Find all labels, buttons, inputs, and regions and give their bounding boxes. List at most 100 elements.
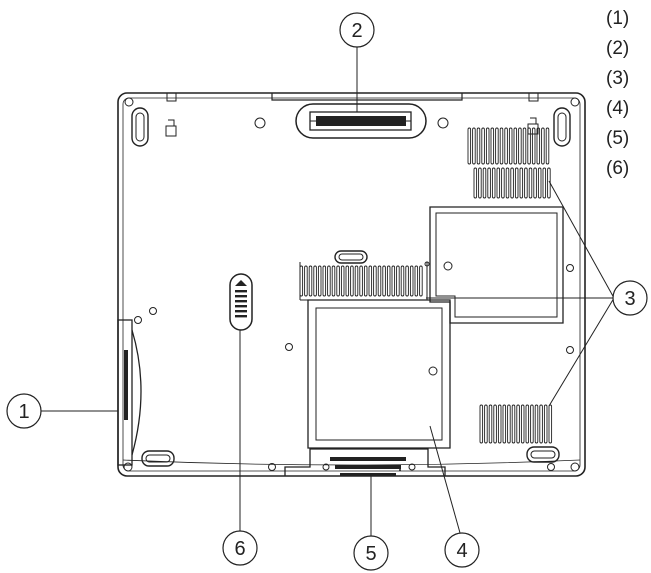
- vent-slot: [368, 265, 373, 297]
- vent-slot: [504, 127, 508, 165]
- vent-slot: [496, 167, 501, 199]
- vent-slot: [377, 265, 382, 297]
- legend-item: (3): [606, 68, 630, 89]
- vent-slot: [534, 404, 539, 444]
- latch-arrow: [235, 280, 247, 286]
- callout-5: 5: [353, 535, 389, 571]
- vent-slot: [487, 167, 491, 199]
- callout-4: 4: [444, 532, 480, 568]
- slide-release-latch: [229, 273, 253, 331]
- callout-6: 6: [222, 530, 258, 566]
- docking-port-connector: [295, 103, 427, 139]
- vent-slot: [536, 127, 541, 165]
- vent-slot: [541, 127, 545, 165]
- vent-slot: [510, 167, 514, 199]
- vent-slot: [524, 167, 528, 199]
- callout-3: 3: [612, 280, 648, 316]
- vent-slot: [317, 265, 322, 297]
- vent-slot: [488, 404, 493, 444]
- vent-slot: [511, 404, 516, 444]
- memory-cover: [307, 299, 451, 449]
- vent-slot: [491, 167, 496, 199]
- legend-item: (1): [606, 8, 630, 29]
- vent-slot: [531, 127, 536, 165]
- legend-item: (2): [606, 38, 630, 59]
- vent-slot: [530, 404, 534, 444]
- vent-slot: [331, 265, 336, 297]
- vent-slot: [548, 404, 553, 444]
- callouts: 1 2 3 4 5 6: [6, 12, 648, 571]
- vent-slot: [493, 404, 497, 444]
- vent-slot: [525, 404, 530, 444]
- latch-ridge: [235, 290, 247, 293]
- vent-slot: [336, 265, 340, 297]
- vent-slot: [481, 127, 485, 165]
- vent-slot: [502, 404, 507, 444]
- legend-item: (5): [606, 128, 630, 149]
- vent-slot: [527, 127, 531, 165]
- svg-text:1: 1: [18, 401, 29, 423]
- legend-item: (6): [606, 158, 630, 179]
- vent-slot: [386, 265, 391, 297]
- vent-slot: [308, 265, 313, 297]
- vent-slot: [520, 404, 525, 444]
- callout-1: 1: [6, 393, 42, 429]
- leader-lines: [41, 47, 615, 541]
- vent-slot: [405, 265, 409, 297]
- front-connector-panel: [284, 448, 446, 476]
- vent-slot: [507, 404, 511, 444]
- vent-slot: [514, 167, 519, 199]
- vent-slot: [539, 404, 543, 444]
- latch-ridge: [235, 295, 247, 298]
- latch-ridge: [235, 310, 247, 313]
- legend-item: (4): [606, 98, 630, 119]
- latch-ridge: [235, 305, 247, 308]
- vent-slot: [499, 127, 504, 165]
- vent-slot: [528, 167, 533, 199]
- vent-slot: [467, 127, 472, 165]
- vent-slot: [495, 127, 499, 165]
- vent-slot: [490, 127, 495, 165]
- vent-slot: [327, 265, 331, 297]
- svg-text:6: 6: [234, 538, 245, 560]
- vent-slot: [409, 265, 414, 297]
- vent-slot: [304, 265, 308, 297]
- vent-slot: [391, 265, 396, 297]
- vent-slot: [482, 167, 487, 199]
- vent-slot: [345, 265, 350, 297]
- vent-slot: [414, 265, 419, 297]
- vent-slot: [497, 404, 502, 444]
- vent-slot: [543, 404, 548, 444]
- battery-release-lever: [117, 319, 142, 466]
- vent-slot: [545, 127, 550, 165]
- vent-slot: [322, 265, 327, 297]
- svg-text:4: 4: [456, 540, 467, 562]
- vent-slot: [519, 167, 524, 199]
- vent-slot: [354, 265, 359, 297]
- vent-slot: [396, 265, 400, 297]
- vent-slot: [533, 167, 537, 199]
- vent-slot: [479, 404, 484, 444]
- vent-slot: [340, 265, 345, 297]
- vent-slot: [522, 127, 527, 165]
- svg-text:2: 2: [351, 20, 362, 42]
- vent-slot: [350, 265, 354, 297]
- vent-slot: [472, 127, 476, 165]
- svg-text:5: 5: [365, 543, 376, 565]
- latch-ridge: [235, 315, 247, 318]
- vent-slot: [419, 265, 423, 297]
- vent-slot: [476, 127, 481, 165]
- vent-slot: [508, 127, 513, 165]
- vent-slot: [382, 265, 386, 297]
- vent-slot: [485, 127, 490, 165]
- callout-2: 2: [339, 12, 375, 48]
- svg-text:3: 3: [624, 288, 635, 310]
- vent-slot: [505, 167, 510, 199]
- vent-slot: [542, 167, 547, 199]
- vent-slot: [373, 265, 377, 297]
- screws: [123, 97, 580, 472]
- vent-slot: [513, 127, 518, 165]
- latch-ridge: [235, 300, 247, 303]
- vent-slot: [400, 265, 405, 297]
